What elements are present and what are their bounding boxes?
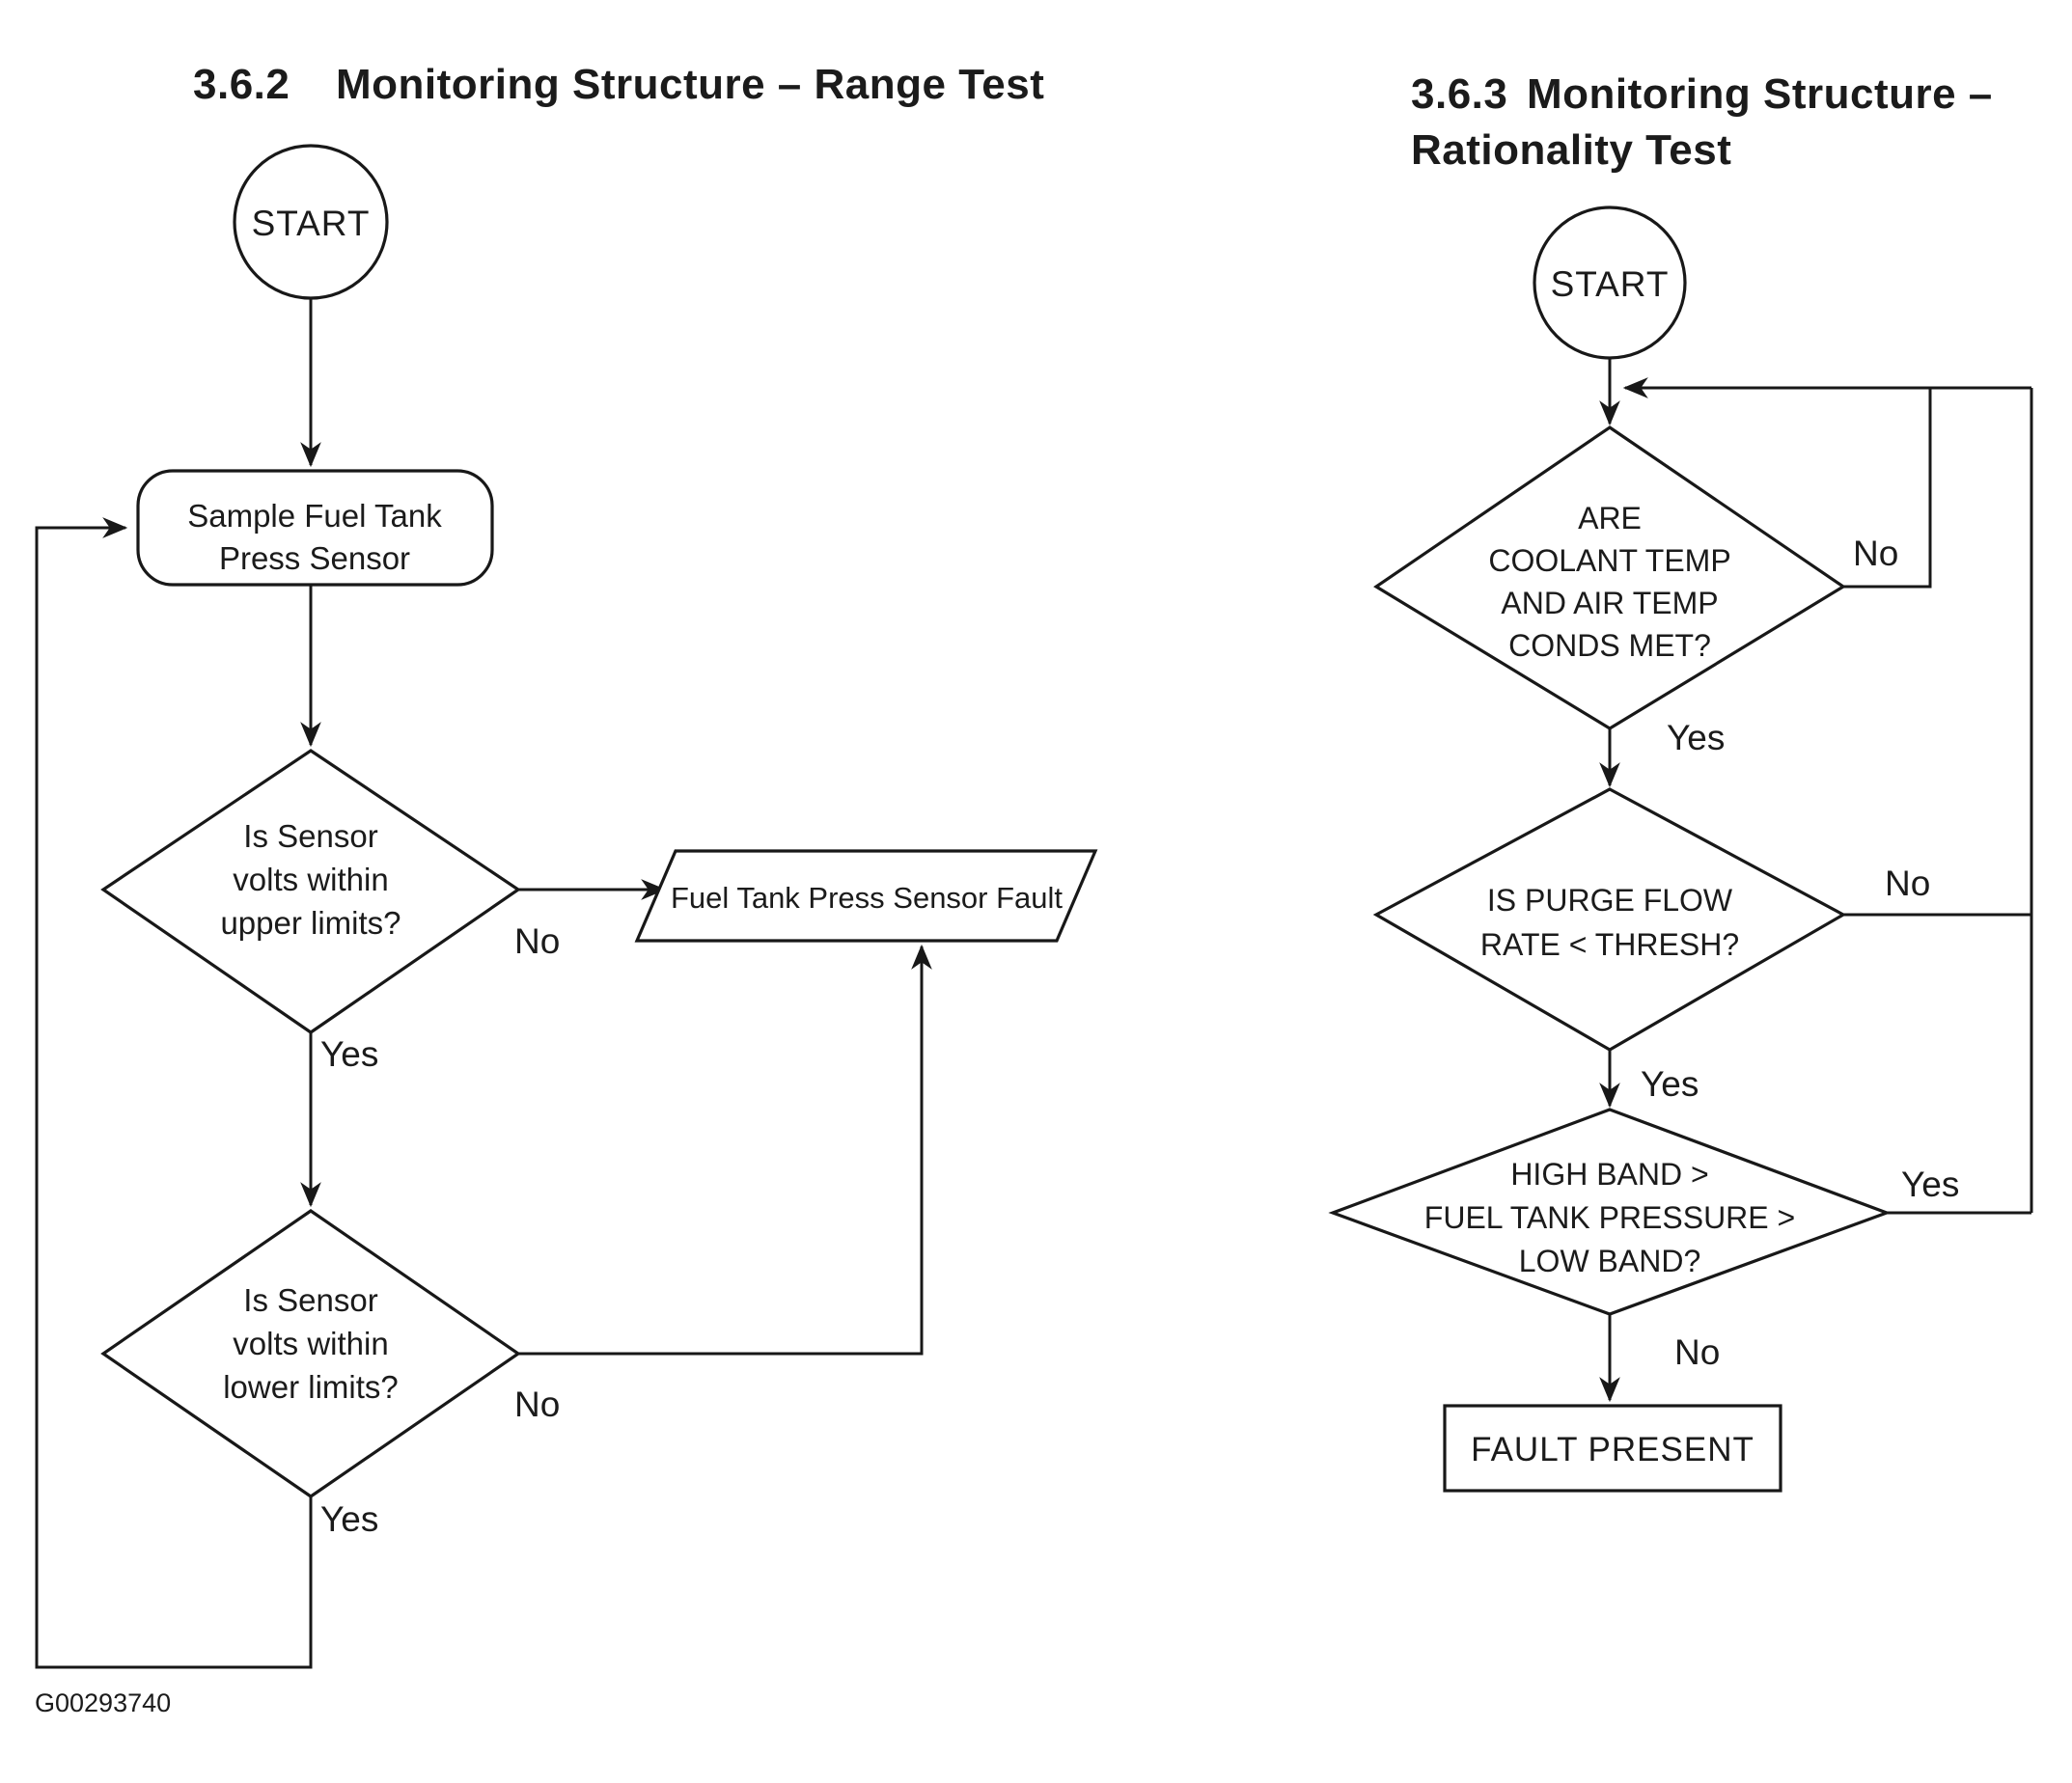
edge-lower-no-to-fault — [518, 944, 932, 1356]
fault-present-label: FAULT PRESENT — [1471, 1431, 1754, 1468]
decision-upper-yes-label: Yes — [320, 1034, 378, 1074]
decision-upper-line3: upper limits? — [220, 905, 401, 941]
rationality-title-line1: Monitoring Structure – — [1527, 70, 1993, 118]
decision-band-line3: LOW BAND? — [1519, 1244, 1700, 1278]
decision-lower-limits — [100, 1209, 521, 1498]
io-sensor-fault — [634, 849, 1098, 943]
decision-temp-line4: CONDS MET? — [1508, 628, 1711, 663]
decision-upper-line1: Is Sensor — [243, 818, 377, 854]
process-sample-line1: Sample Fuel Tank — [187, 498, 442, 534]
rationality-test-chart: 3.6.3 Monitoring Structure – Rationality… — [1328, 70, 2033, 1493]
rationality-start-node — [1533, 206, 1687, 360]
fault-present-box — [1443, 1404, 1782, 1493]
range-test-title: Monitoring Structure – Range Test — [336, 61, 1044, 108]
decision-lower-line2: volts within — [233, 1326, 388, 1361]
decision-temp-yes-label: Yes — [1667, 718, 1725, 757]
decision-temp-line1: ARE — [1578, 501, 1642, 535]
decision-lower-no-label: No — [514, 1385, 560, 1424]
decision-purge-yes-label: Yes — [1641, 1064, 1699, 1104]
decision-purge-line2: RATE < THRESH? — [1480, 927, 1739, 962]
range-start-label: START — [252, 204, 371, 243]
rationality-title-number: 3.6.3 — [1411, 70, 1507, 118]
decision-band-line2: FUEL TANK PRESSURE > — [1424, 1200, 1795, 1235]
range-test-chart: 3.6.2 Monitoring Structure – Range Test … — [35, 61, 1098, 1717]
process-sample-line2: Press Sensor — [219, 540, 410, 576]
io-sensor-fault-label: Fuel Tank Press Sensor Fault — [671, 881, 1063, 915]
decision-purge-no-label: No — [1885, 864, 1930, 903]
edge-temp-no-loop — [1843, 389, 1932, 589]
decision-pressure-band — [1328, 1108, 1892, 1316]
decision-lower-yes-label: Yes — [320, 1499, 378, 1539]
decision-temp-no-label: No — [1853, 534, 1898, 573]
range-test-title-number: 3.6.2 — [193, 61, 290, 108]
decision-band-yes-label: Yes — [1901, 1165, 1959, 1204]
decision-band-no-label: No — [1674, 1332, 1720, 1372]
range-start-node — [233, 144, 389, 300]
decision-band-line1: HIGH BAND > — [1510, 1157, 1708, 1192]
decision-temp-conditions — [1373, 425, 1846, 730]
edge-lower-yes-loop-to-sample — [35, 517, 313, 1669]
decision-lower-line1: Is Sensor — [243, 1282, 377, 1318]
decision-temp-line2: COOLANT TEMP — [1488, 543, 1730, 578]
decision-purge-line1: IS PURGE FLOW — [1487, 883, 1733, 918]
decision-upper-limits — [100, 749, 521, 1034]
process-sample-sensor — [136, 469, 494, 587]
rationality-title-line2: Rationality Test — [1411, 126, 1731, 174]
decision-lower-line3: lower limits? — [223, 1369, 399, 1405]
decision-upper-line2: volts within — [233, 862, 388, 897]
figure-id-label: G00293740 — [35, 1688, 171, 1717]
decision-upper-no-label: No — [514, 921, 560, 961]
decision-purge-flow — [1372, 787, 1847, 1052]
rationality-start-label: START — [1551, 264, 1670, 304]
decision-temp-line3: AND AIR TEMP — [1501, 586, 1718, 620]
